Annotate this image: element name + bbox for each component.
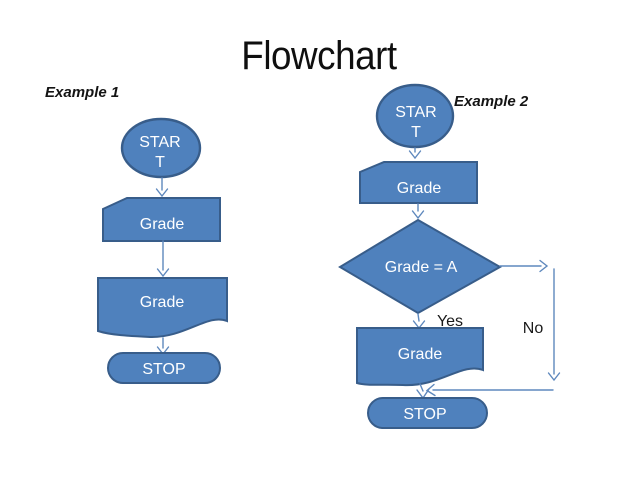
ex2-decision-diamond (338, 218, 503, 315)
ex1-start-label-line2: T (155, 154, 165, 171)
ex2-document-shape (356, 327, 484, 387)
ex1-start-oval (120, 117, 202, 179)
ex2-stop-label: STOP (403, 406, 446, 423)
ex2-arrowhead-into-decision (411, 210, 425, 220)
ex2-no-arrowhead-down (547, 372, 561, 382)
ex1-document-shape (97, 277, 228, 339)
ex2-decision-label: Grade = A (385, 259, 458, 276)
ex2-arrowhead-into-document (412, 320, 426, 330)
ex2-no-label: No (523, 320, 544, 337)
ex1-stop-pill (107, 352, 221, 384)
ex2-input-label: Grade (397, 180, 442, 197)
ex1-document-label: Grade (140, 294, 185, 311)
ex2-document-label: Grade (398, 346, 443, 363)
ex1-input-card-shape (102, 197, 221, 242)
ex2-stop-pill (367, 397, 488, 429)
ex1-arrowhead-into-input (155, 188, 169, 198)
ex2-no-arrowhead-right (539, 259, 549, 273)
ex2-document-to-stop-connector (419, 383, 424, 392)
ex2-no-arrowhead-return (425, 383, 436, 397)
ex2-start-oval (375, 83, 455, 149)
ex2-decision-to-document-connector (417, 313, 420, 322)
example2-label: Example 2 (454, 93, 529, 110)
ex2-yes-label: Yes (437, 313, 463, 330)
ex2-start-label-line1: STAR (395, 104, 436, 121)
ex1-arrowhead-into-document (156, 268, 170, 278)
ex2-arrowhead-into-input (408, 150, 422, 160)
ex1-input-label: Grade (140, 216, 185, 233)
ex2-start-label-line2: T (411, 124, 421, 141)
ex2-input-card-shape (359, 161, 478, 204)
example1-label: Example 1 (45, 84, 120, 101)
slide-title: Flowchart (241, 34, 397, 78)
ex1-start-label-line1: STAR (139, 134, 180, 151)
ex1-stop-label: STOP (142, 361, 185, 378)
